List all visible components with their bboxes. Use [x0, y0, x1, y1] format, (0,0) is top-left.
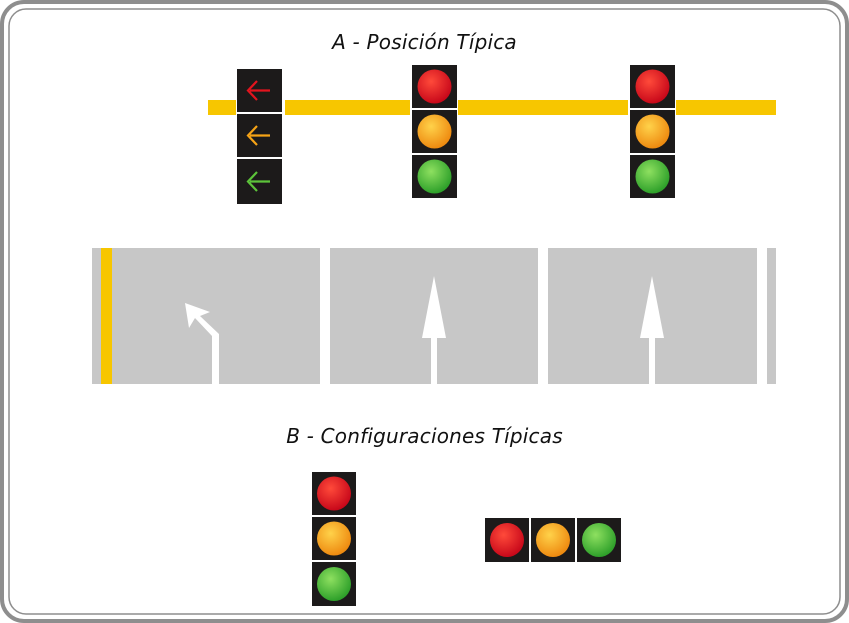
left-arrow-icon — [246, 80, 270, 101]
section-b-title: B - Configuraciones Típicas — [286, 424, 563, 448]
signal-1-green — [411, 154, 458, 199]
config-vertical-green — [311, 561, 357, 607]
amber-light — [635, 114, 670, 149]
left-arrow-icon — [246, 171, 270, 192]
span-wire-segment — [676, 100, 776, 115]
edge-line — [757, 248, 767, 384]
red-light — [417, 69, 452, 104]
arrow-signal-red — [236, 68, 283, 113]
green-light — [417, 159, 452, 194]
amber-light — [317, 521, 351, 556]
config-horizontal-amber — [530, 517, 576, 563]
red-light — [490, 523, 524, 557]
signal-2-red — [629, 64, 676, 109]
span-wire-segment — [458, 100, 628, 115]
config-vertical-amber — [311, 516, 357, 561]
amber-light — [536, 523, 570, 557]
straight-arrow-icon — [640, 276, 664, 384]
section-a-title: A - Posición Típica — [332, 30, 517, 54]
lane-divider — [538, 248, 548, 384]
config-vertical-red — [311, 471, 357, 516]
lane-divider — [320, 248, 330, 384]
left-turn-arrow-icon — [185, 303, 219, 384]
left-arrow-icon — [246, 125, 270, 146]
signal-2-green — [629, 154, 676, 199]
median-yellow-line — [101, 248, 112, 384]
green-light — [317, 567, 351, 601]
green-light — [582, 523, 616, 557]
arrow-signal-green — [236, 158, 283, 205]
straight-arrow-icon — [422, 276, 446, 384]
green-light — [635, 159, 670, 194]
amber-light — [417, 114, 452, 149]
signal-2-amber — [629, 109, 676, 154]
config-horizontal-red — [484, 517, 530, 563]
arrow-signal-amber — [236, 113, 283, 158]
span-wire-segment — [285, 100, 410, 115]
signal-1-red — [411, 64, 458, 109]
span-wire-segment — [208, 100, 237, 115]
red-light — [317, 476, 351, 511]
road — [92, 248, 776, 384]
signal-1-amber — [411, 109, 458, 154]
config-horizontal-green — [576, 517, 622, 563]
red-light — [635, 69, 670, 104]
